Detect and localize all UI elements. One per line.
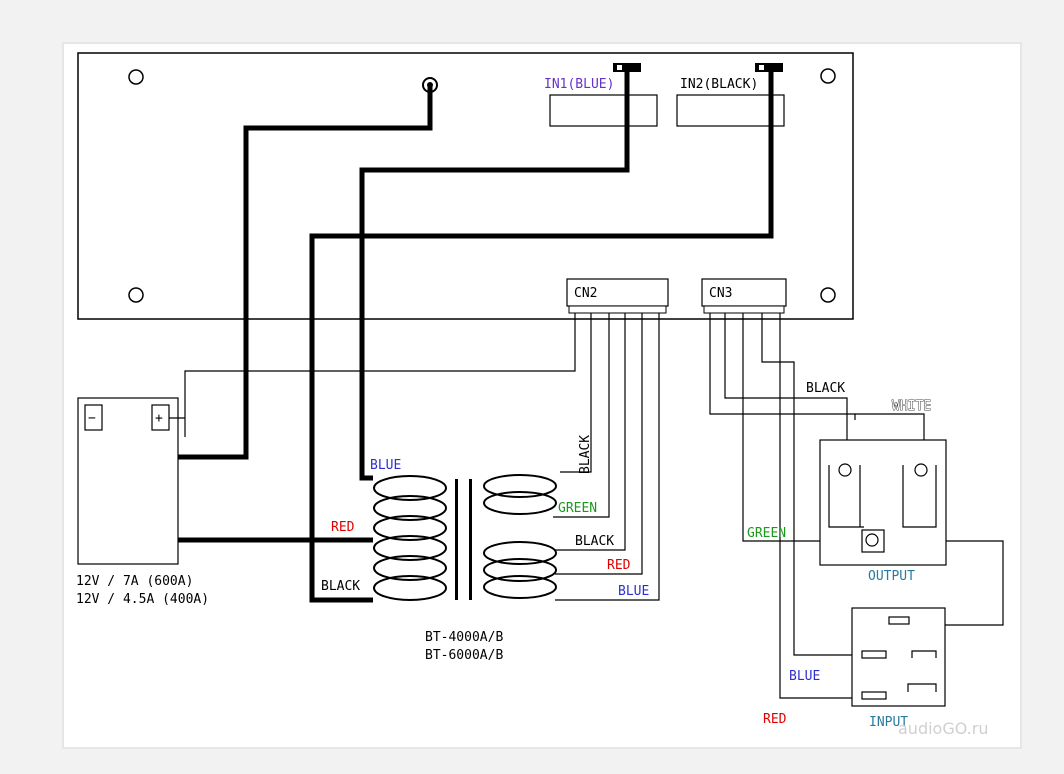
cn2-connector-base (568, 305, 667, 314)
minus-icon: − (88, 411, 96, 426)
wire-cn3-blue (761, 313, 862, 656)
output-ground-pin-icon (865, 533, 879, 547)
in1-label: IN1(BLUE) (544, 77, 614, 92)
secondary-black-vertical-label: BLACK (578, 435, 593, 474)
secondary-blue-label: BLUE (618, 584, 649, 599)
output-green-label: GREEN (747, 526, 786, 541)
in1-plug-pin (617, 65, 622, 70)
cn3-label: CN3 (709, 286, 732, 301)
input-outlet: BLUE RED INPUT (763, 607, 946, 730)
primary-black-label: BLACK (321, 579, 360, 594)
output-slot-right (902, 465, 937, 528)
wire-cn3-green (742, 313, 1004, 626)
input-slot-right-bottom (907, 683, 937, 692)
wire-cn3-white-a (709, 313, 856, 420)
control-board: IN1(BLUE) IN2(BLACK) CN2 CN3 (77, 52, 854, 320)
transformer-core-left (455, 479, 458, 600)
output-white-label: WHITE (892, 399, 931, 414)
output-outlet: BLACK WHITE GREEN OUTPUT (747, 381, 947, 584)
secondary-black-label: BLACK (575, 534, 614, 549)
in2-plug (755, 63, 783, 72)
wire-cn3-red (779, 313, 862, 699)
in1-connector-block (549, 94, 658, 127)
transformer-model-2: BT-6000A/B (425, 648, 503, 663)
transformer: BLUE RED BLACK BLACK GREEN BLACK RED BLU… (321, 435, 649, 663)
thin-wires (169, 313, 1004, 699)
wire-cn3-black (724, 313, 848, 465)
input-slot-right (911, 650, 937, 658)
in2-label: IN2(BLACK) (680, 77, 758, 92)
secondary-green-label: GREEN (558, 501, 597, 516)
wire-sec-red (555, 313, 643, 575)
output-label: OUTPUT (868, 569, 915, 584)
wire-sec-black (555, 313, 626, 551)
transformer-core-right (469, 479, 472, 600)
transformer-model-1: BT-4000A/B (425, 630, 503, 645)
battery-spec-1: 12V / 7A (600A) (76, 574, 193, 589)
mount-hole-icon (128, 287, 144, 303)
cn2-label: CN2 (574, 286, 597, 301)
input-slot-top (888, 616, 910, 625)
output-slot-left (828, 465, 864, 528)
battery-spec-2: 12V / 4.5A (400A) (76, 592, 209, 607)
output-black-label: BLACK (806, 381, 845, 396)
wire-battery-sense (169, 313, 576, 437)
battery-negative-terminal (84, 404, 103, 431)
in1-plug (613, 63, 641, 72)
mount-hole-icon (820, 68, 836, 84)
battery: − + 12V / 7A (600A) 12V / 4.5A (400A) (76, 397, 209, 607)
primary-blue-label: BLUE (370, 458, 401, 473)
mount-hole-icon (820, 287, 836, 303)
cn3-connector-base (703, 305, 785, 314)
watermark: audioGO.ru (898, 719, 988, 738)
wire-sec-green (553, 313, 610, 518)
input-label: INPUT (869, 715, 908, 730)
input-red-label: RED (763, 712, 787, 727)
secondary-winding-1 (483, 474, 557, 515)
primary-winding (373, 475, 447, 601)
output-pin-icon (838, 463, 852, 477)
output-pin-icon (914, 463, 928, 477)
wire-in1-blue (359, 68, 630, 481)
secondary-winding-2 (483, 541, 557, 599)
input-slot-bottom (861, 691, 887, 700)
cn3-connector (701, 278, 787, 307)
in2-plug-pin (759, 65, 764, 70)
wire-sec-black-top (560, 313, 592, 473)
secondary-red-label: RED (607, 558, 631, 573)
wire-in2-black (309, 68, 774, 603)
in2-connector-block (676, 94, 785, 127)
input-slot-left (861, 650, 887, 659)
input-blue-label: BLUE (789, 669, 820, 684)
primary-red-label: RED (331, 520, 355, 535)
wire-sec-blue (555, 313, 660, 601)
mount-hole-icon (128, 69, 144, 85)
plus-icon: + (155, 411, 163, 426)
